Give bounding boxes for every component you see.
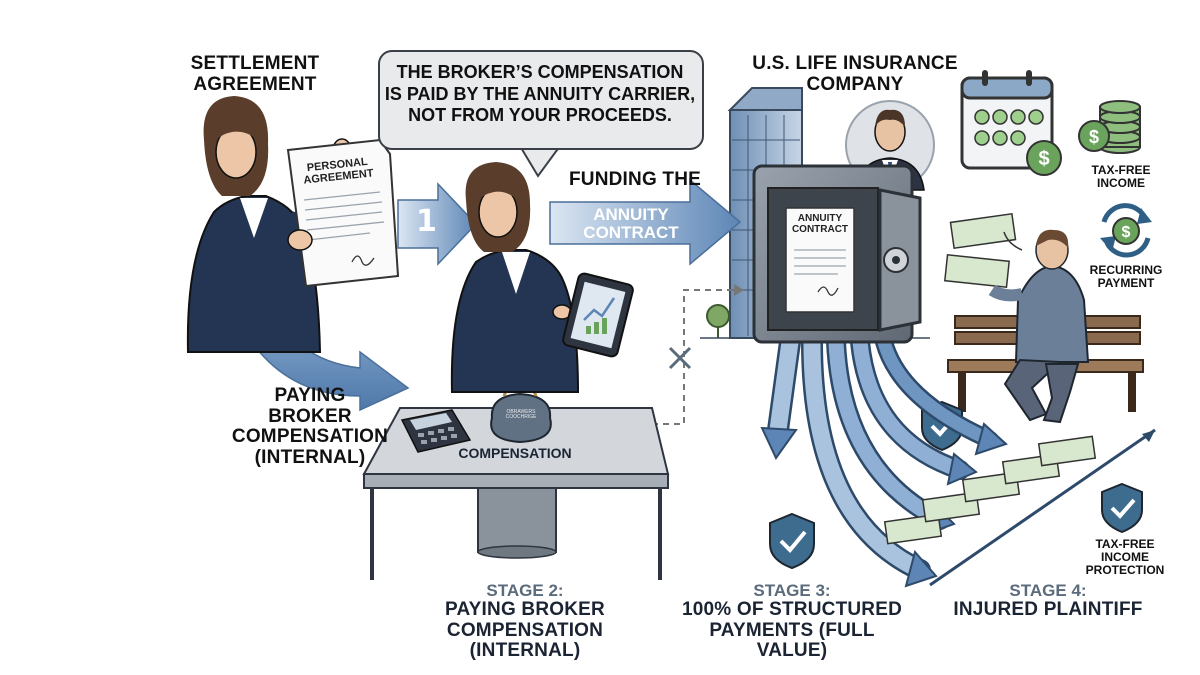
compensation-label: COMPENSATION bbox=[458, 445, 572, 461]
label-line: CONTRACT bbox=[583, 223, 679, 243]
bubble-line-3: NOT FROM YOUR PROCEEDS. bbox=[408, 105, 672, 126]
step-1-number: 1 bbox=[416, 204, 437, 239]
label-line: RECURRING bbox=[1089, 263, 1163, 277]
step-2-number: 2 bbox=[336, 336, 357, 371]
label-line: PROTECTION bbox=[1085, 562, 1165, 577]
recurring-payment-label: RECURRING PAYMENT bbox=[1076, 264, 1176, 290]
label-line: PAYMENT bbox=[1097, 275, 1155, 290]
vault-safe bbox=[752, 164, 922, 344]
stage-desc-line: PAYING BROKER bbox=[445, 599, 605, 621]
stage-title: STAGE 4: bbox=[1009, 581, 1087, 600]
step-1-arrow bbox=[397, 182, 478, 266]
tax-free-protection-label: TAX-FREE INCOME PROTECTION bbox=[1070, 538, 1180, 577]
label-line: AGREEMENT bbox=[193, 73, 317, 95]
speech-bubble bbox=[378, 50, 704, 150]
label-line: SETTLEMENT bbox=[190, 53, 320, 74]
stage-3-caption: STAGE 3: 100% OF STRUCTURED PAYMENTS (FU… bbox=[672, 581, 912, 662]
broker-woman bbox=[450, 162, 580, 393]
insurance-company-label: U.S. LIFE INSURANCE COMPANY bbox=[740, 53, 970, 95]
stage-title: STAGE 3: bbox=[753, 581, 831, 600]
calculator-icon bbox=[400, 409, 472, 453]
tax-free-income-label: TAX-FREE INCOME bbox=[1076, 164, 1166, 190]
purse-label: OBRAWERS COOCHRIGE bbox=[496, 409, 546, 421]
speech-bubble-tail bbox=[518, 145, 562, 178]
vault-document-label: ANNUITY CONTRACT bbox=[786, 213, 854, 236]
annuity-contract-arrow-label: ANNUITY CONTRACT bbox=[566, 205, 696, 243]
stage-desc-line: INJURED PLAINTIFF bbox=[953, 599, 1143, 621]
label-line: INCOME bbox=[1097, 175, 1145, 190]
coin-stack-icon: $ bbox=[1078, 100, 1141, 154]
flying-checks bbox=[943, 212, 1023, 288]
stage-desc-line: PAYMENTS (FULL VALUE) bbox=[709, 619, 875, 662]
label-line: TAX-FREE bbox=[1095, 537, 1155, 551]
stage-desc-line: 100% OF STRUCTURED bbox=[681, 599, 903, 621]
label-line: PAYING bbox=[274, 385, 346, 406]
injured-plaintiff-man bbox=[988, 229, 1090, 424]
stage-desc-line: COMPENSATION (INTERNAL) bbox=[446, 619, 604, 662]
label-line: TAX-FREE bbox=[1091, 163, 1151, 177]
bubble-tail-mask bbox=[520, 142, 560, 148]
label-line: (INTERNAL) bbox=[254, 446, 366, 468]
svg-text:$: $ bbox=[1038, 148, 1049, 170]
bubble-line-2: IS PAID BY THE ANNUITY CARRIER, bbox=[384, 83, 696, 104]
settlement-agreement-label: SETTLEMENT AGREEMENT bbox=[170, 53, 340, 95]
label-line: ANNUITY bbox=[593, 205, 669, 224]
label-line: U.S. LIFE INSURANCE bbox=[752, 53, 958, 74]
label-line: BROKER bbox=[268, 405, 352, 427]
paying-broker-label: PAYING BROKER COMPENSATION (INTERNAL) bbox=[220, 385, 400, 468]
label-line: CONTRACT bbox=[791, 223, 849, 235]
bubble-line-1: THE BROKER’S COMPENSATION bbox=[396, 62, 684, 82]
shield-icon bbox=[1101, 482, 1143, 534]
label-line: OBRAWERS bbox=[506, 409, 536, 415]
label-line: COMPENSATION bbox=[231, 426, 389, 448]
svg-text:$: $ bbox=[1089, 127, 1099, 147]
label-line: COMPANY bbox=[806, 73, 904, 95]
payment-stream-arrows bbox=[767, 331, 999, 581]
funding-label: FUNDING THE bbox=[568, 169, 702, 190]
check-stream bbox=[883, 428, 1156, 587]
payment-calendar-icon: $ bbox=[960, 70, 1062, 176]
funding-arrow bbox=[549, 178, 742, 266]
stage-title: STAGE 2: bbox=[486, 581, 564, 600]
recurring-payment-icon: $ bbox=[1100, 203, 1152, 258]
blocked-x-icon bbox=[668, 346, 692, 370]
stage-2-caption: STAGE 2: PAYING BROKER COMPENSATION (INT… bbox=[400, 581, 650, 662]
shield-icon bbox=[769, 512, 815, 570]
label-line: INCOME bbox=[1101, 549, 1149, 564]
stage-4-caption: STAGE 4: INJURED PLAINTIFF bbox=[948, 581, 1148, 621]
speech-bubble-text: THE BROKER’S COMPENSATION IS PAID BY THE… bbox=[384, 62, 696, 127]
label-line: COOCHRIGE bbox=[505, 414, 537, 421]
personal-agreement-document bbox=[286, 138, 400, 288]
svg-text:$: $ bbox=[1122, 224, 1131, 241]
label-line: ANNUITY bbox=[797, 213, 843, 224]
tablet-device bbox=[562, 272, 634, 358]
